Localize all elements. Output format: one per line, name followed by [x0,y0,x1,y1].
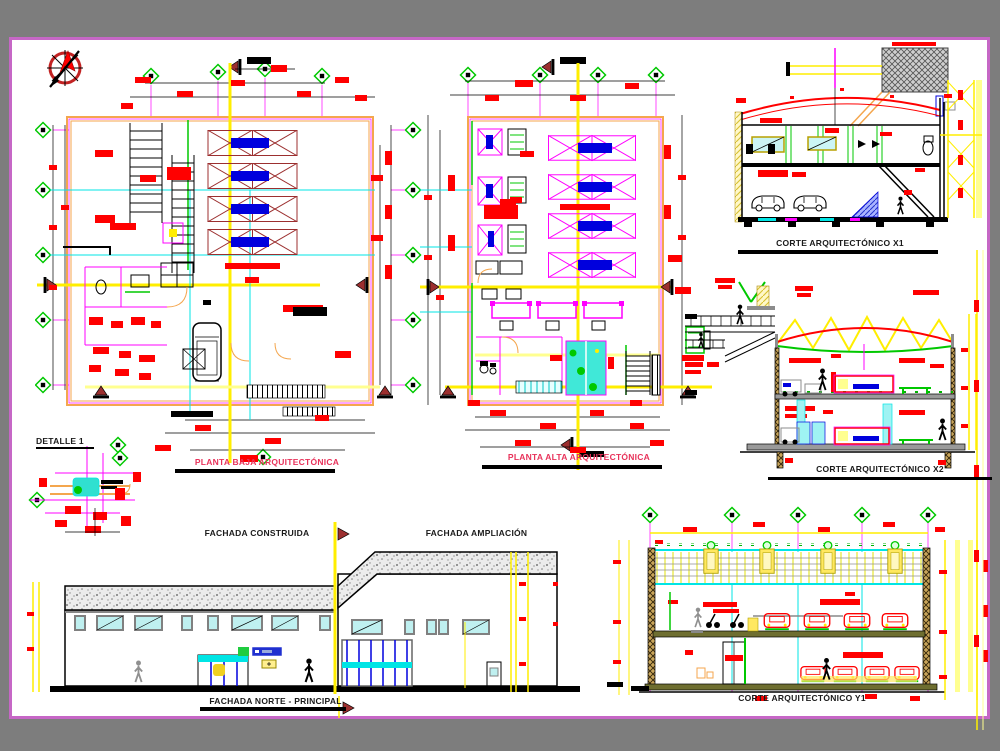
outer-walls [66,116,374,406]
left-building [64,585,336,687]
corte-x2-label: CORTE ARQUITECTÓNICO X2 [816,464,944,474]
window-row [74,615,331,631]
red-annotation-blocks [39,472,141,533]
margin-reference-strip [974,250,984,730]
planta-alta-label: PLANTA ALTA ARQUITECTÓNICA [507,452,651,462]
grid-markers [459,66,665,117]
red-annotation-blocks [424,80,691,453]
left-furniture [475,128,527,275]
label-underline [482,465,662,469]
upper-floor [746,48,934,163]
left-walkways [685,278,776,395]
detalle-1-drawing [28,446,141,536]
desks [481,288,624,331]
porch-hatch [171,384,336,417]
lower-floor [751,164,935,218]
right-lattice [940,80,982,218]
upper-level [668,592,909,633]
interior-fittings [63,222,222,382]
fachada-norte-label: FACHADA NORTE - PRINCIPAL [209,696,342,706]
planta-baja-label: PLANTA BAJA ARQUITECTÓNICA [194,457,340,467]
north-arrow-icon [47,50,83,88]
planta-alta-plan [420,57,712,470]
corte-y1-section [607,506,988,701]
misc-black [203,300,327,316]
lower-floor [780,399,948,446]
roof-arches [739,88,941,121]
red-annotation-blocks [736,94,952,172]
walls-slabs [734,98,948,227]
label-underline [175,469,335,473]
fachada-elevation [27,522,580,718]
grid-markers [641,506,937,692]
section-arrow-bottom [560,436,604,457]
entrance [197,646,283,687]
dimension-lines [27,552,558,692]
corte-x1-section [734,42,982,227]
label-underline [36,447,94,449]
wet-rooms [84,266,292,362]
stairs [129,123,195,273]
side-door [486,661,502,689]
roof-band [653,540,925,585]
top-dimension [650,522,945,544]
drawing-paper: PLANTA BAJA ARQUITECTÓNICA PLANTA ALTA A… [9,37,992,730]
wet-rooms [476,268,563,395]
walls-slabs [639,547,945,693]
red-annotation-blocks [49,65,392,462]
truss-roof [775,286,954,370]
utility-lines [50,120,375,420]
rooftop-equipment [786,42,956,127]
detalle-label: DETALLE 1 [36,436,84,446]
bed-symbols [548,134,636,279]
bed-symbols [206,130,299,269]
lower-level [685,638,920,685]
upper-floor [780,354,944,397]
curtain-wall [341,639,413,687]
ground-line [50,686,580,692]
right-building [337,551,558,689]
section-arrow-top [541,57,586,76]
fachada-ampliacion-label: FACHADA AMPLIACIÓN [425,528,528,538]
window-row [351,619,490,635]
pool-area [515,340,607,396]
section-arrow-top [228,57,271,76]
stair-note-red [167,167,191,180]
label-underline [200,707,346,711]
outer-walls [467,116,664,406]
corte-x1-label: CORTE ARQUITECTÓNICO X1 [776,238,904,248]
section-cut-lines [420,63,712,470]
corte-y1-label: CORTE ARQUITECTÓNICO Y1 [738,693,866,703]
stairs [625,351,661,396]
label-underline [768,477,992,480]
planta-baja-plan [35,57,422,466]
fachada-construida-label: FACHADA CONSTRUIDA [204,528,310,538]
label-underline [738,250,938,254]
corte-x2-section [685,278,977,469]
